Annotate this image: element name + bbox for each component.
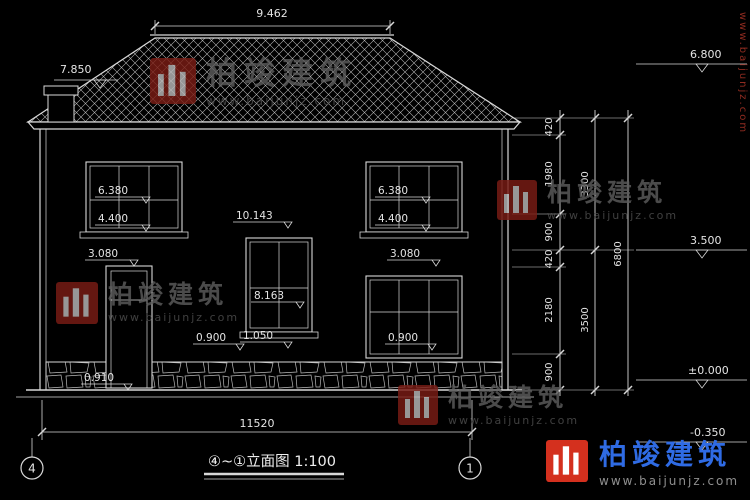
axis-left-number: 4 [28,462,36,476]
dim-lower-window-top-right: 3.080 [390,248,420,260]
dim-stair-window-top: 10.143 [236,210,273,222]
label-stair-top: 10.143 [233,210,293,229]
dim-seg-upper-sill: 900 [544,222,555,241]
label-stair-sill: 1.050 [240,330,293,349]
window-upper-right [359,161,469,239]
dim-lower-window-sill-right: 0.900 [388,332,418,344]
dim-lower-window-sill-mid: 0.900 [196,332,226,344]
dim-upper-floor-total: 3300 [580,171,591,196]
axis-right-number: 1 [466,462,474,476]
dim-chain-right: 420 1980 900 420 2180 900 3300 3500 6800 [512,110,634,396]
dim-lower-window-top-left: 3.080 [88,248,118,260]
dim-total-height: 6800 [613,241,624,266]
dim-upper-window-sill-left: 4.400 [98,213,128,225]
dim-door-sill: 0.910 [84,372,114,384]
level-eave: 6.800 [636,48,747,73]
footer-url-text: www.baijunjz.com [599,473,740,488]
level-ground: ±0.000 [636,364,747,389]
dim-seg-lower-header: 420 [544,249,555,268]
window-lower-right [365,275,463,359]
brand-logo-icon [546,440,588,482]
label-lower-right-top: 3.080 [387,248,441,267]
label-lower-left-top: 3.080 [85,248,139,267]
window-upper-left [79,161,189,239]
label-upper-left-top: 6.380 [95,185,151,204]
dim-upper-window-top-right: 6.380 [378,185,408,197]
label-upper-left-sill: 4.400 [95,213,151,232]
dim-outdoor-level: -0.350 [690,426,725,439]
vertical-url-watermark: www.baijunjz.com [737,12,748,135]
level-outdoor: -0.350 [636,426,747,451]
stair-window [239,237,319,339]
dim-upper-window-sill-right: 4.400 [378,213,408,225]
dim-seg-lower-window: 2180 [544,297,555,322]
label-stair-mid: 8.163 [251,290,305,309]
dim-seg-parapet: 420 [544,117,555,136]
drawing-title: ④~①立面图 1:100 [204,453,344,480]
dim-eave-level: 6.800 [690,48,722,61]
axis-bubble-right: 1 [458,438,482,480]
level-labels: 6.380 4.400 6.380 4.400 10.143 8.163 [81,185,441,391]
entry-door [105,265,153,389]
chimney [43,85,79,123]
dim-total-width: 11520 [240,417,275,430]
brand-footer: 柏竣建筑 www.baijunjz.com [546,438,740,488]
dim-ridge-level: 7.850 [60,63,92,76]
level-floor2: 3.500 [636,234,747,259]
label-door-sill: 0.910 [81,372,133,391]
dim-upper-window-top-left: 6.380 [98,185,128,197]
dim-seg-lower-sill: 900 [544,362,555,381]
level-ridge: 7.850 [54,63,118,89]
axis-bubble-left: 4 [20,438,44,480]
dim-stair-window-mid: 8.163 [254,290,284,302]
title-text: ④~①立面图 1:100 [208,453,336,470]
footer-brand-text: 柏竣建筑 [599,438,732,471]
walls [39,129,509,390]
label-upper-right-top: 6.380 [375,185,431,204]
dim-ridge-width: 9.462 [256,7,288,20]
dim-top: 9.462 [150,7,395,34]
roof [26,34,523,130]
dim-ground-level: ±0.000 [688,364,729,377]
label-lower-right-sill: 0.900 [385,332,437,351]
dim-seg-upper-window: 1980 [544,161,555,186]
ground-line [16,389,534,398]
dim-second-floor-level: 3.500 [690,234,722,247]
dim-bottom: 11520 [37,400,477,440]
label-upper-right-sill: 4.400 [375,213,431,232]
label-lower-mid-sill: 0.900 [193,332,245,351]
dim-stair-window-sill: 1.050 [243,330,273,342]
dim-lower-floor-total: 3500 [580,307,591,332]
right-levels: 6.800 3.500 ±0.000 -0.350 [636,48,747,451]
